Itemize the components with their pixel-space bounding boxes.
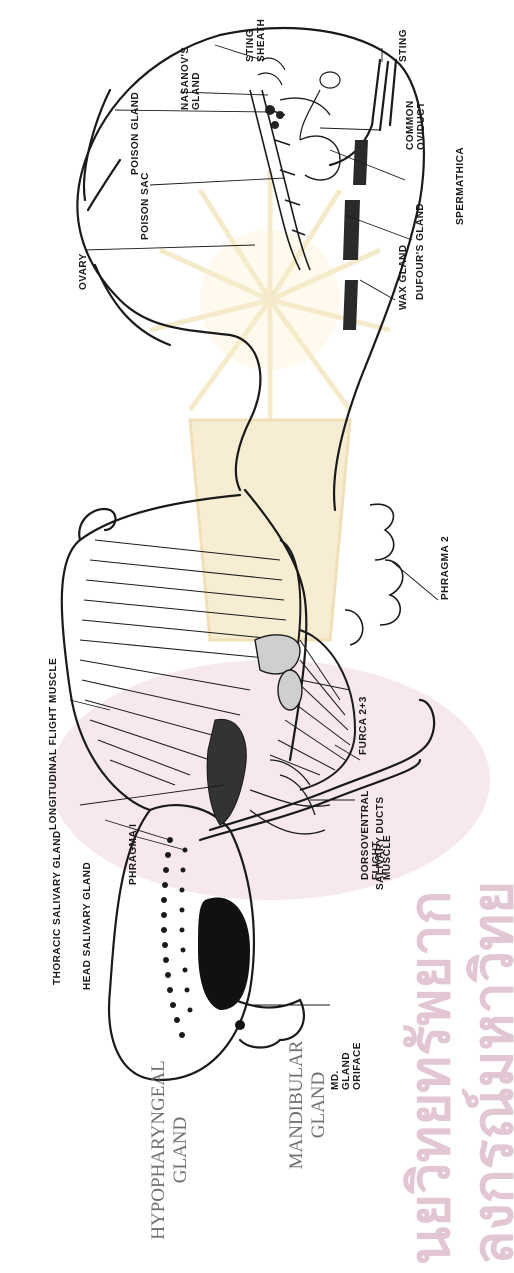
label-sting: STING [398, 29, 409, 62]
label-longitudinal-flight-muscle: LONGITUDINAL FLIGHT MUSCLE [48, 658, 59, 830]
label-salivary-ducts: SALIVARY DUCTS [375, 797, 386, 891]
label-furca: FURCA 2+3 [358, 696, 369, 755]
label-mandibular-gland: MANDIBULAR GLAND [286, 1030, 330, 1180]
label-ovary: OVARY [78, 253, 89, 290]
nasanov-gland [258, 58, 285, 85]
label-poison-sac: POISON SAC [140, 172, 151, 240]
mandibular-gland [198, 897, 250, 1030]
label-wax-gland: WAX GLAND [398, 244, 409, 310]
wax-gland [343, 140, 368, 330]
label-phragma-1: PHRAGMA I [128, 824, 139, 885]
spermathica [300, 72, 340, 140]
watermark-line-2: ลงกรณ์มหาวิทย [448, 881, 514, 1265]
poison-gland [265, 105, 284, 129]
phragma-2 [345, 504, 403, 645]
label-hypopharyngeal-gland: HYPOPHARYNGEAL GLAND [148, 1035, 192, 1265]
label-sting-sheath: STING SHEATH [245, 22, 267, 62]
label-thoracic-salivary-gland: THORACIC SALIVARY GLAND [52, 830, 63, 985]
label-spermathica: SPERMATHICA [455, 147, 466, 225]
label-nasanov-gland: NASANOV'S GLAND [180, 55, 202, 110]
label-common-oviduct: COMMON OVIDUCT [405, 90, 427, 150]
label-poison-gland: POISON GLAND [130, 92, 141, 175]
label-md-gland-orifice: MD. GLAND ORIFACE [330, 1035, 363, 1090]
label-head-salivary-gland: HEAD SALIVARY GLAND [82, 862, 93, 990]
label-phragma-2: PHRAGMA 2 [440, 536, 451, 600]
label-dufours-gland: DUFOUR'S GLAND [415, 203, 426, 300]
